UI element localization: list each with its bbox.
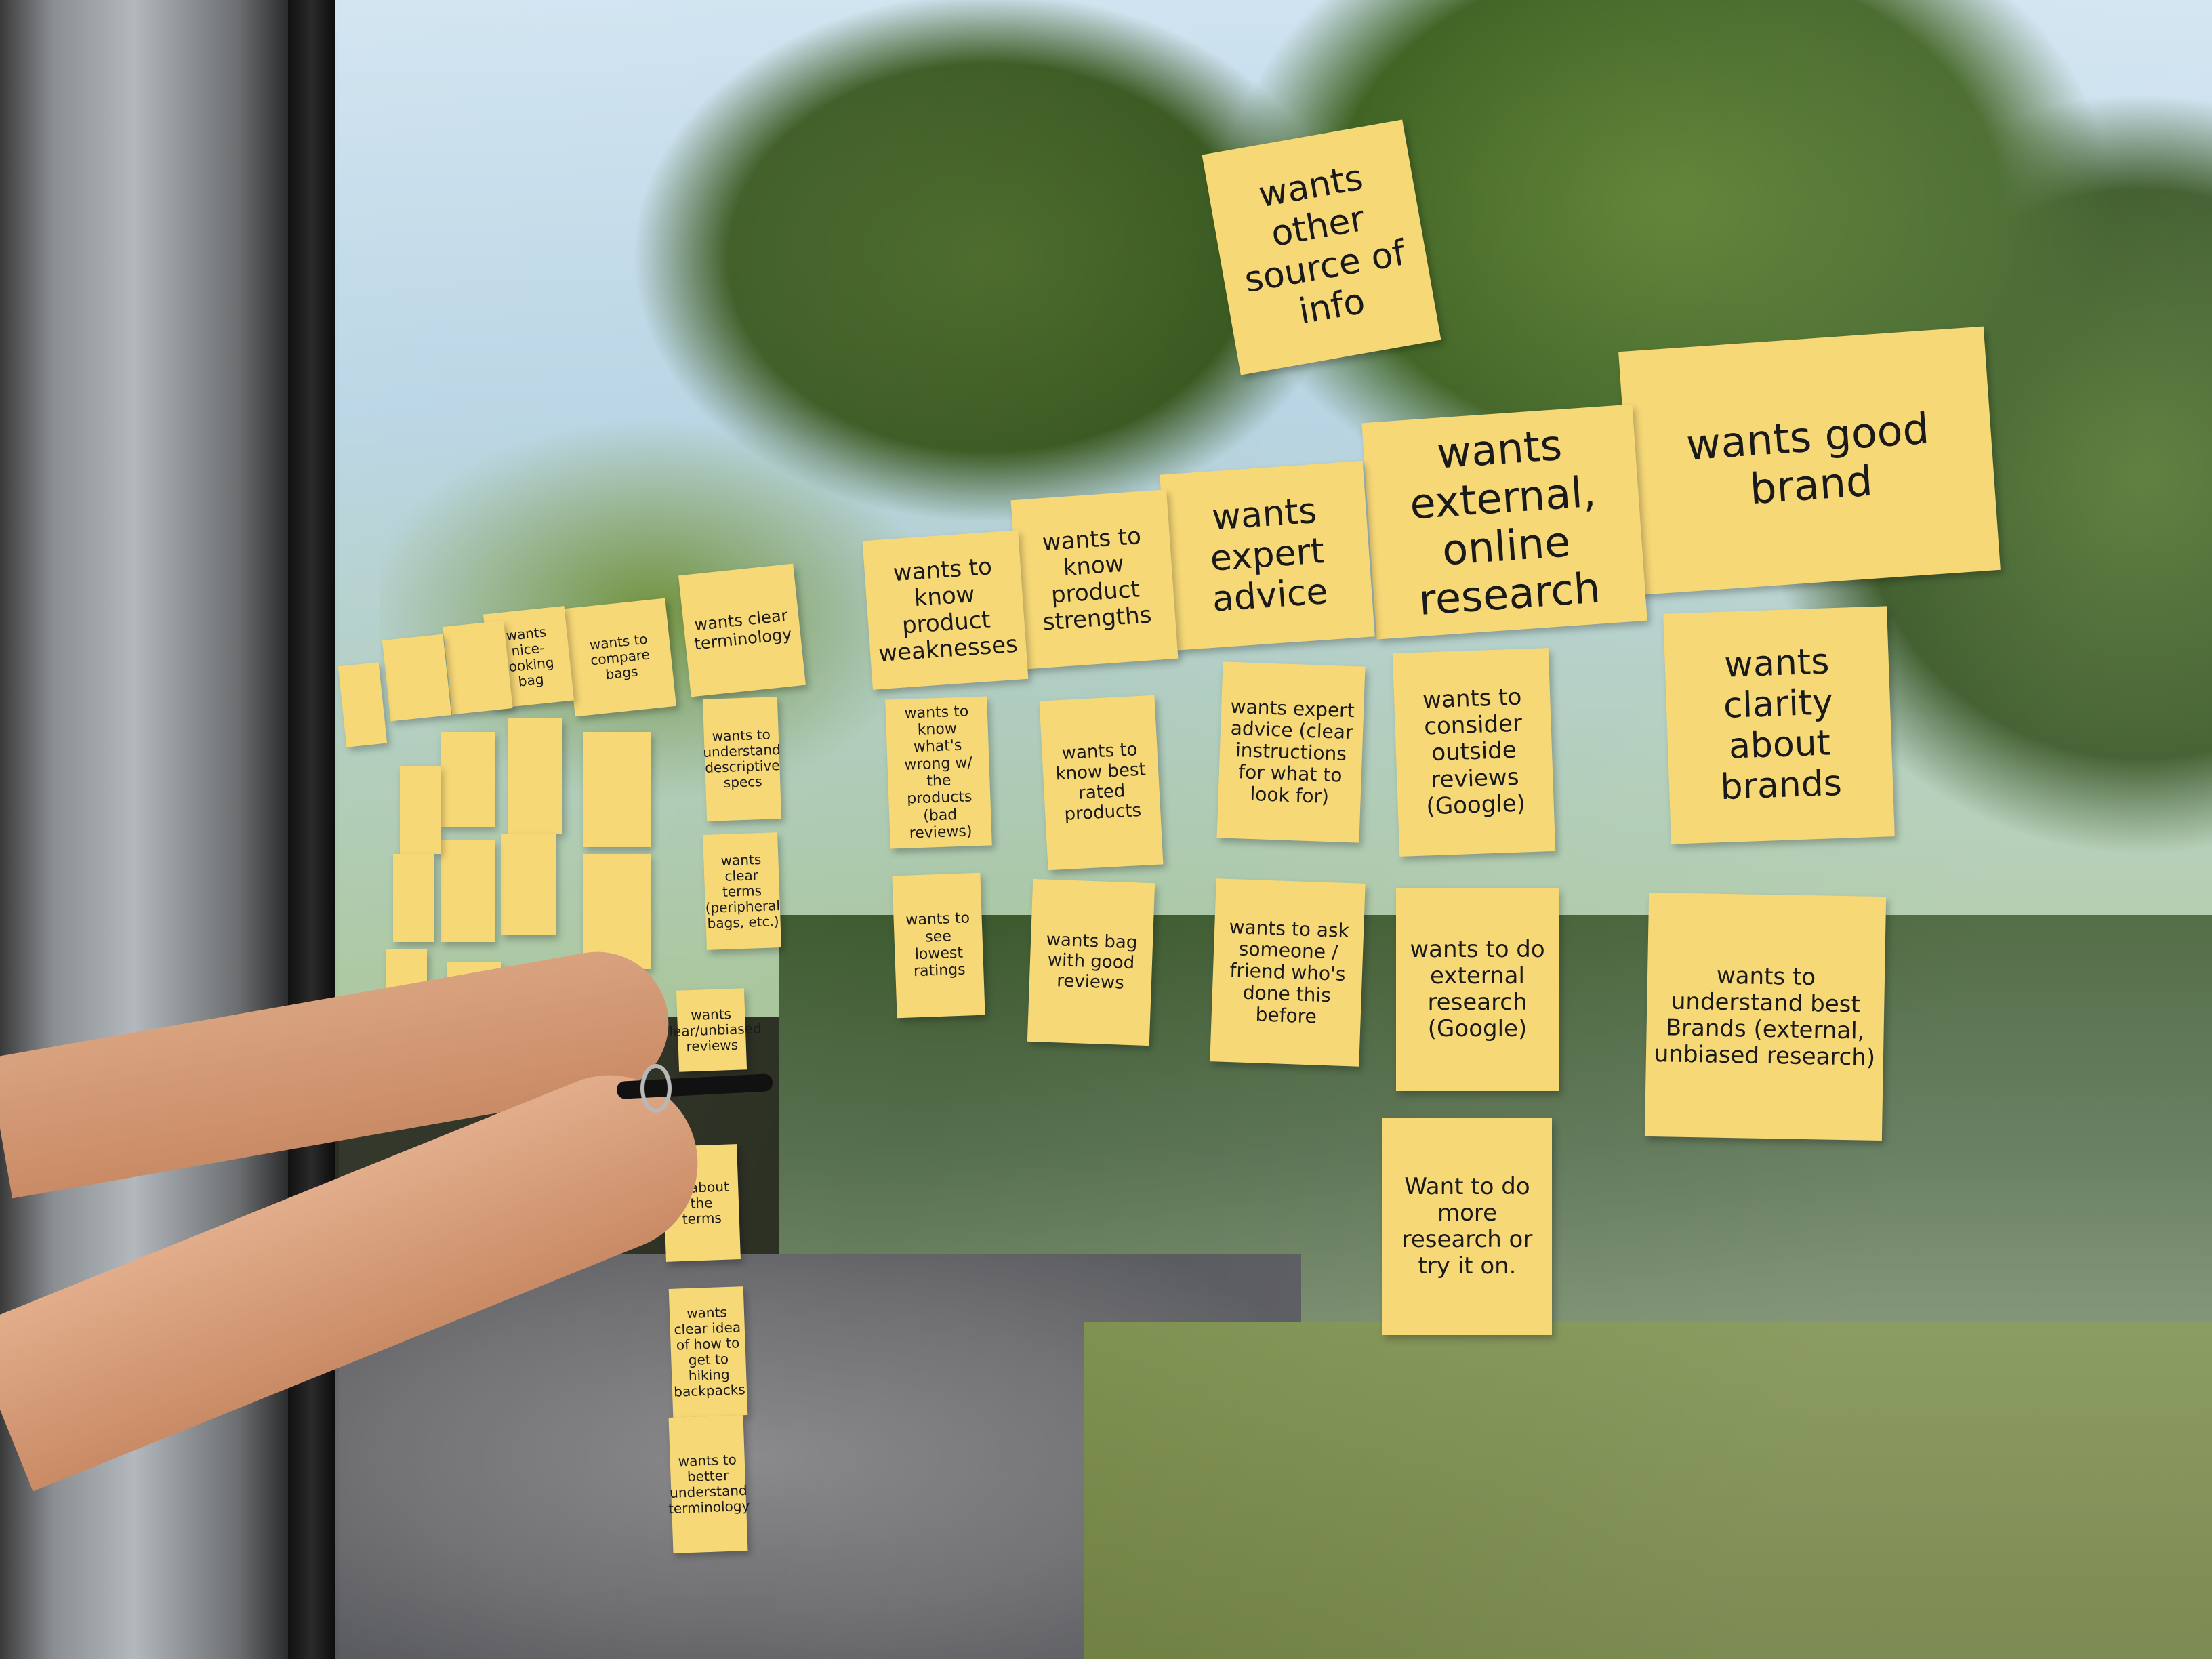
sticky-note-small <box>508 718 562 834</box>
sticky-note-header: wants clear terminology <box>678 563 806 697</box>
sticky-note: wants to know best rated products <box>1039 695 1164 871</box>
sticky-note-small <box>441 732 495 827</box>
note-text: wants to know product weaknesses <box>878 552 1019 668</box>
sticky-note-header: wants to know product strengths <box>1010 489 1179 670</box>
sticky-note-header: wants to compare bags <box>564 598 676 717</box>
sticky-note-header: wants expert advice <box>1160 460 1375 651</box>
note-text: wants expert advice <box>1208 491 1330 620</box>
sticky-note: wants to better understand terminology <box>668 1415 750 1553</box>
sticky-note-small <box>583 854 651 969</box>
sticky-note: wants to see lowest ratings <box>892 872 985 1019</box>
note-text: wants expert advice (clear instructions … <box>1230 695 1355 808</box>
note-text: wants to compare bags <box>588 630 651 682</box>
sticky-note: wants clear idea of how to get to hiking… <box>668 1286 748 1418</box>
note-text: wants clear terminology <box>693 606 793 654</box>
sticky-note-header: wants good brand <box>1618 326 2001 596</box>
sticky-note-small <box>501 834 556 935</box>
note-text: wants to know what's wrong w/ the produc… <box>903 703 973 842</box>
note-text: wants to understand best Brands (externa… <box>1654 962 1876 1071</box>
note-text: wants other source of info <box>1241 157 1409 333</box>
sticky-note: wants to do external research (Google) <box>1396 888 1559 1091</box>
note-text: wants external, online research <box>1408 420 1602 626</box>
note-text: wants clear idea of how to get to hiking… <box>673 1304 746 1400</box>
note-text: wants to know best rated products <box>1054 739 1147 825</box>
sticky-note: Want to do more research or try it on. <box>1382 1118 1552 1335</box>
note-text: wants to better understand terminology <box>668 1451 750 1517</box>
sticky-note: wants to understand best Brands (externa… <box>1644 892 1887 1141</box>
sticky-note-small <box>382 634 452 722</box>
lawn <box>1084 1322 2212 1659</box>
sticky-note: wants to consider outside reviews (Googl… <box>1392 648 1556 857</box>
note-text: wants to know product strengths <box>1041 522 1153 636</box>
note-text: wants to see lowest ratings <box>905 909 970 981</box>
note-text: wants bag with good reviews <box>1046 929 1138 994</box>
sticky-note: wants bag with good reviews <box>1027 878 1155 1046</box>
sticky-note-small <box>443 620 513 715</box>
note-text: wants to understand descriptive specs <box>702 726 781 791</box>
note-text: wants good brand <box>1684 403 1931 514</box>
ring <box>640 1064 672 1113</box>
note-text: wants to consider outside reviews (Googl… <box>1422 683 1526 821</box>
sticky-note-small <box>400 766 441 854</box>
sticky-note-small <box>393 854 434 942</box>
note-text: Want to do more research or try it on. <box>1401 1172 1533 1280</box>
sticky-note-header: wants external, online research <box>1361 404 1647 640</box>
window-mullion <box>288 0 335 1659</box>
note-text: wants clarity about brands <box>1719 641 1843 808</box>
note-text: wants to ask someone / friend who's done… <box>1229 915 1350 1028</box>
sticky-note: wants to ask someone / friend who's done… <box>1210 878 1366 1067</box>
sticky-note-small <box>583 732 651 847</box>
note-text: wants clear/unbiased reviews <box>661 1005 762 1054</box>
sticky-note: wants clarity about brands <box>1663 606 1895 844</box>
note-text: wants to do external research (Google) <box>1410 935 1545 1043</box>
sticky-note-small <box>337 662 388 747</box>
sticky-note: wants to understand descriptive specs <box>702 697 782 821</box>
sticky-note: wants to know what's wrong w/ the produc… <box>885 696 992 849</box>
note-text: wants clear terms (peripheral bags, etc.… <box>705 851 781 932</box>
sticky-note-small <box>441 840 495 942</box>
sticky-note-top: wants other source of info <box>1202 119 1441 375</box>
sticky-note-header: wants to know product weaknesses <box>862 530 1029 690</box>
sticky-note: wants clear/unbiased reviews <box>661 988 762 1072</box>
sticky-note: wants expert advice (clear instructions … <box>1216 661 1366 843</box>
sticky-note: wants clear terms (peripheral bags, etc.… <box>703 832 781 950</box>
